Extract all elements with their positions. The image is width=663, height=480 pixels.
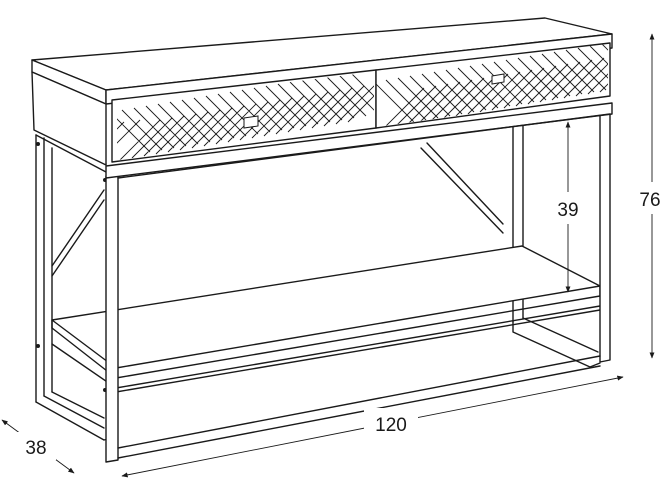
drawer-handle-right [491, 73, 505, 85]
dimension-height-total: 76 [632, 33, 663, 359]
left-side-frame [35, 130, 117, 441]
herringbone-pattern-right [376, 44, 608, 127]
dimension-depth-label: 38 [25, 438, 46, 459]
dimension-depth: 38 [1, 419, 75, 474]
lower-shelf [51, 245, 601, 393]
drawer-right [375, 42, 611, 129]
dimension-height-total-label: 76 [639, 190, 660, 211]
dimension-width-label: 120 [375, 415, 407, 436]
back-frame [420, 120, 601, 368]
dimension-width: 120 [121, 375, 624, 478]
dimension-height-shelf: 39 [548, 121, 588, 293]
herringbone-pattern-left [117, 72, 374, 160]
apron-frame [105, 102, 613, 179]
dimension-height-shelf-label: 39 [557, 200, 578, 221]
drawer-handle-left [243, 115, 259, 129]
